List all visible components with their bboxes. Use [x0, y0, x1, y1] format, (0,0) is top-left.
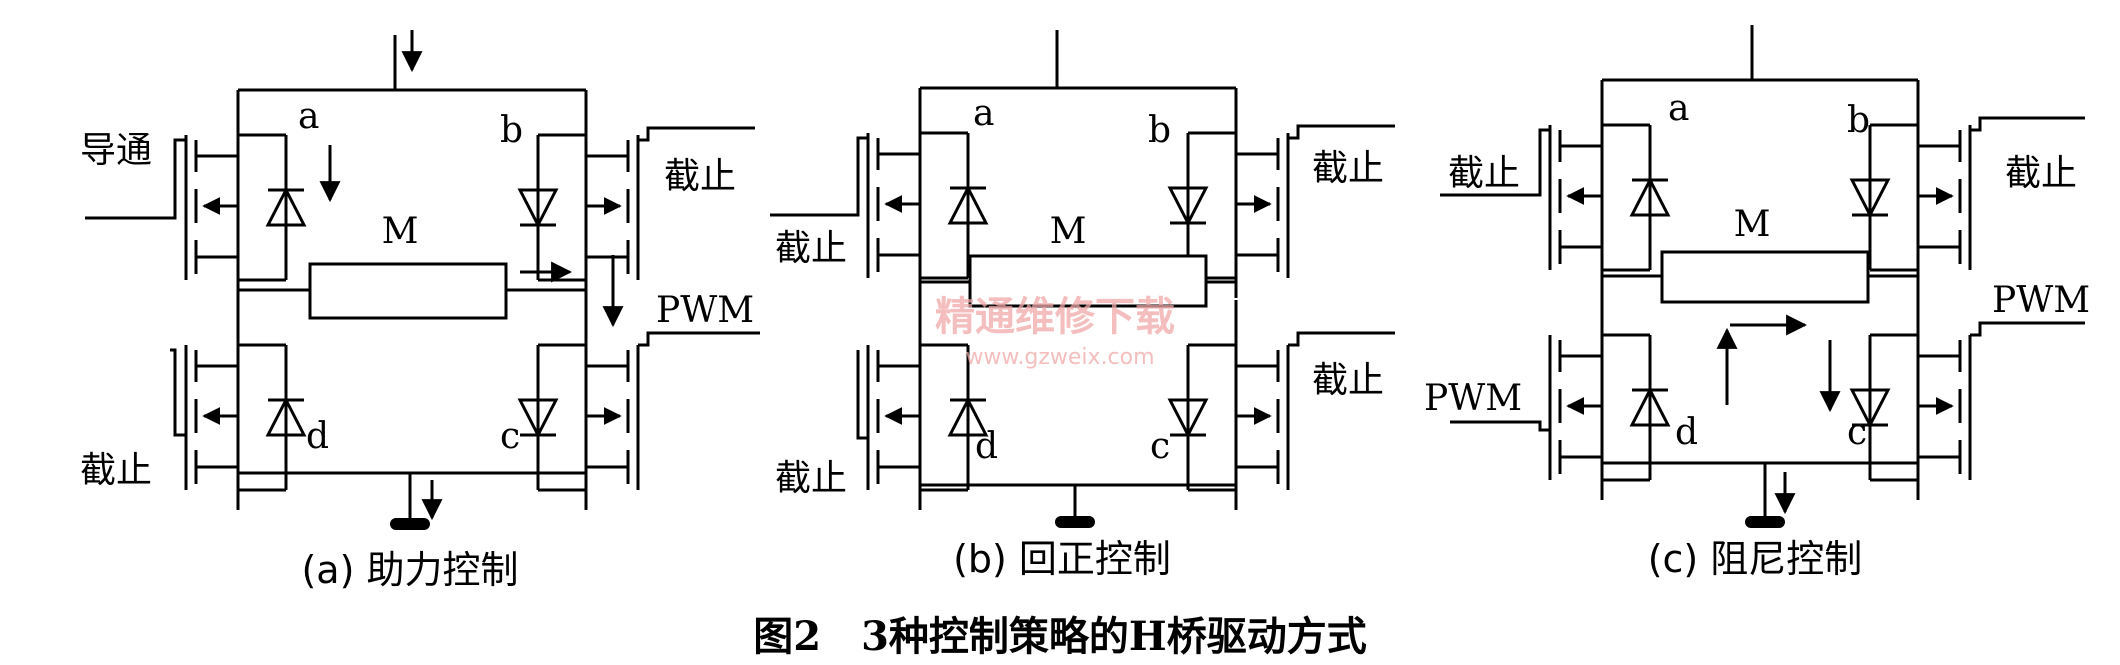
- gate-state-b: 截止: [2005, 153, 2077, 194]
- gate-state-a: 截止: [1448, 153, 1520, 194]
- transistor-label-d: d: [306, 416, 329, 457]
- transistor-label-b: b: [1847, 100, 1870, 141]
- transistor-label-a: a: [1668, 88, 1689, 129]
- transistor-label-d: d: [975, 426, 998, 467]
- panel-caption-b: (b) 回正控制: [953, 537, 1171, 581]
- transistor-a: [868, 88, 986, 298]
- panel-c: M a b c d 截止 截止 PWM PWM (c) 阻尼控制: [1424, 25, 2090, 581]
- transistor-label-b: b: [500, 110, 523, 151]
- panel-a: M a b c d 导通 截止 PWM 截止 (a) 助力控制: [80, 30, 760, 592]
- transistor-d: [1550, 290, 1668, 500]
- transistor-label-d: d: [1675, 412, 1698, 453]
- gate-state-c: PWM: [1992, 280, 2090, 321]
- transistor-label-c: c: [1150, 426, 1170, 467]
- gate-state-d: 截止: [80, 450, 152, 491]
- panel-caption-c: (c) 阻尼控制: [1648, 537, 1863, 581]
- transistor-b: [520, 90, 638, 300]
- transistor-d: [186, 300, 304, 510]
- ground-symbol: [1055, 516, 1095, 528]
- motor: [1660, 250, 1870, 304]
- transistor-c: [1170, 300, 1288, 510]
- panel-b: M a b c d 截止 截止 截止 截止 (b) 回正控制 精通维修下载 ww…: [770, 30, 1395, 581]
- transistor-a: [186, 90, 304, 300]
- transistor-label-c: c: [500, 416, 520, 457]
- gate-state-c: 截止: [1312, 360, 1384, 401]
- figure-caption: 图2 3种控制策略的H桥驱动方式: [753, 613, 1366, 660]
- transistor-label-a: a: [973, 93, 994, 134]
- motor-label: M: [1734, 204, 1771, 245]
- gate-state-c: PWM: [656, 290, 754, 331]
- gate-state-a: 导通: [80, 130, 152, 171]
- gate-state-d: 截止: [775, 458, 847, 499]
- motor-label: M: [382, 211, 419, 252]
- motor: [308, 262, 508, 320]
- transistor-c: [1852, 290, 1970, 500]
- gate-state-d: PWM: [1424, 378, 1522, 419]
- watermark-text: 精通维修下载: [935, 294, 1175, 340]
- motor: [968, 254, 1208, 308]
- gate-state-b: 截止: [1312, 148, 1384, 189]
- transistor-c: [520, 300, 638, 510]
- ground-symbol: [1745, 516, 1785, 528]
- panel-caption-a: (a) 助力控制: [301, 548, 518, 592]
- transistor-label-c: c: [1847, 412, 1867, 453]
- motor-label: M: [1050, 211, 1087, 252]
- watermark-url: www.gzweix.com: [965, 345, 1154, 370]
- transistor-label-a: a: [298, 96, 319, 137]
- transistor-a: [1550, 80, 1668, 290]
- ground-symbol: [390, 518, 430, 530]
- gate-state-b: 截止: [664, 156, 736, 197]
- gate-state-a: 截止: [775, 228, 847, 269]
- transistor-label-b: b: [1148, 110, 1171, 151]
